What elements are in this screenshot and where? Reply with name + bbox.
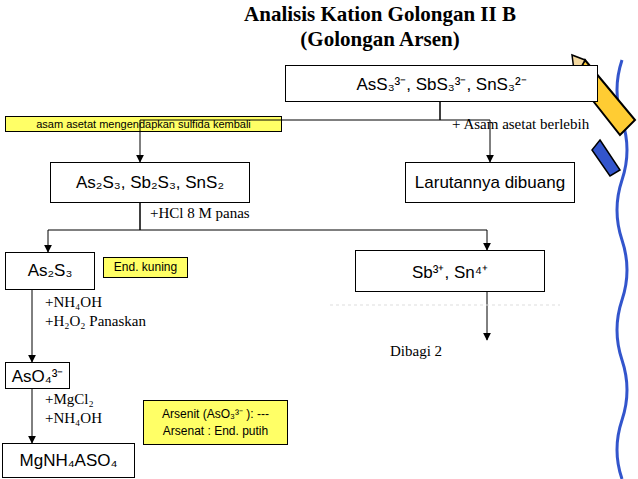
note-box: asam asetat mengendapkan sulfida kembali — [5, 116, 282, 132]
node-text: AsO₄³⁻ — [12, 364, 64, 387]
faded-line — [330, 305, 560, 306]
node-text: End. kuning — [114, 259, 177, 276]
node-text: MgNH₄ASO₄ — [20, 451, 118, 471]
process-box: AsO₄³⁻ — [5, 362, 70, 389]
process-box: As₂S₃ — [5, 252, 95, 290]
pencil-stroke — [592, 140, 620, 176]
flow-arrow — [32, 389, 33, 443]
reagent-label: +NH₄OH — [45, 410, 102, 427]
process-box: MgNH₄ASO₄ — [2, 443, 135, 478]
reagent-label: Dibagi 2 — [390, 343, 442, 360]
reagent-label: +HCl 8 M panas — [150, 205, 250, 222]
process-box: As₂S₃, Sb₂S₃, SnS₂ — [50, 162, 250, 203]
node-text: As₂S₃ — [28, 261, 73, 281]
reagent-label: +MgCl₂ — [45, 391, 94, 408]
reagent-label: + Asam asetat berlebih — [452, 116, 589, 133]
node-text: Larutannya dibuang — [415, 173, 565, 193]
flow-arrow — [140, 203, 487, 250]
flow-arrow — [440, 102, 490, 162]
node-text: asam asetat mengendapkan sulfida kembali — [36, 118, 251, 131]
flow-arrow — [32, 290, 33, 362]
node-text: Arsenit (AsO₃³⁻ ): --- Arsenat : End. pu… — [144, 406, 287, 440]
process-box: AsS₃³⁻, SbS₃³⁻, SnS₃²⁻ — [285, 65, 598, 102]
flow-arrow — [140, 102, 440, 162]
reagent-label: +H₂O₂ Panaskan — [45, 313, 146, 330]
node-text: As₂S₃, Sb₂S₃, SnS₂ — [76, 173, 224, 193]
flow-arrow — [487, 292, 488, 340]
flow-arrow — [48, 203, 140, 252]
note-box: End. kuning — [103, 257, 188, 278]
node-text: Sb³⁺, Sn⁴⁺ — [412, 260, 488, 283]
reagent-label: +NH₄OH — [45, 294, 102, 311]
note-box: Arsenit (AsO₃³⁻ ): --- Arsenat : End. pu… — [143, 400, 288, 445]
diagram-title: Analisis Kation Golongan II B (Golongan … — [215, 2, 545, 52]
node-text: AsS₃³⁻, SbS₃³⁻, SnS₃²⁻ — [356, 72, 526, 95]
process-box: Sb³⁺, Sn⁴⁺ — [355, 250, 545, 292]
process-box: Larutannya dibuang — [405, 162, 575, 203]
